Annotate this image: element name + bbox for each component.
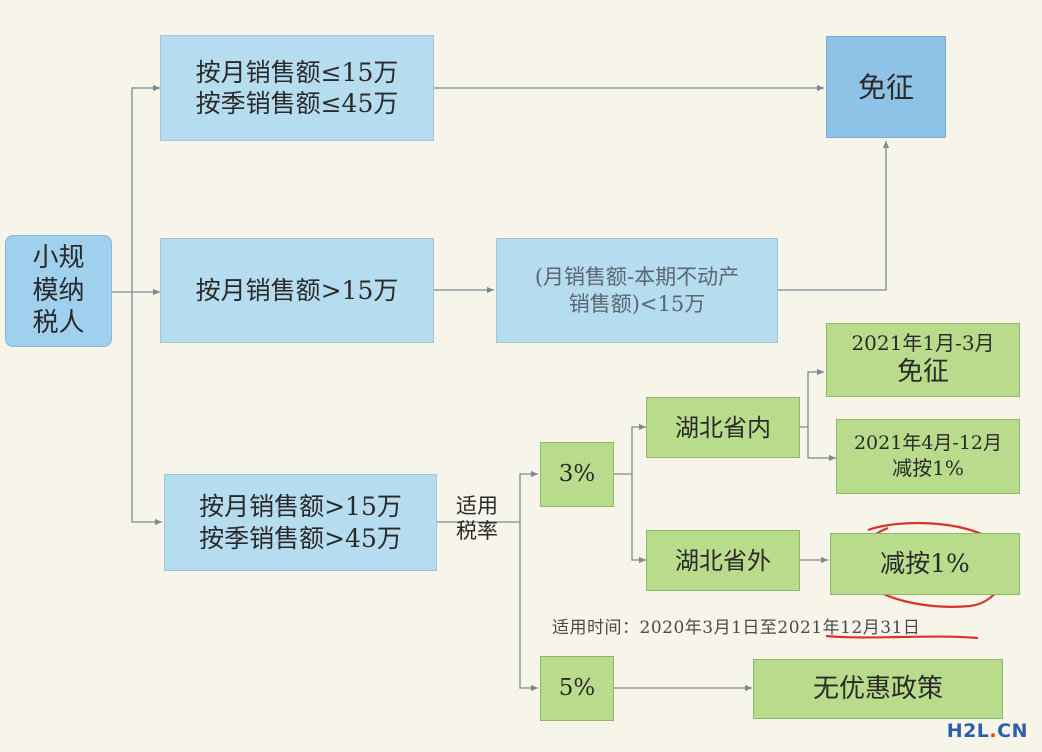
connector-root-trunk	[112, 84, 160, 293]
branch-high-sales: 按月销售额>15万 按季销售额>45万	[164, 474, 437, 571]
period-q1-node: 2021年1月-3月 免征	[826, 323, 1020, 397]
watermark-logo: H2L.CN	[947, 720, 1028, 742]
connector-high-rate5	[519, 522, 538, 692]
branch-mid-sales: 按月销售额>15万	[160, 238, 434, 343]
no-benefit-label: 无优惠政策	[812, 673, 943, 704]
branch-high-line-1: 按月销售额>15万	[199, 492, 402, 522]
branch-low-line-1: 按月销售额≤15万	[195, 57, 399, 87]
annotation-underline-date	[825, 634, 979, 640]
period-q2-line-1: 2021年4月-12月	[853, 432, 1003, 455]
rate-label: 适用 税率	[456, 494, 498, 544]
branch-low-sales: 按月销售额≤15万 按季销售额≤45万	[160, 35, 434, 141]
period-q2-line-2: 减按1%	[892, 455, 964, 480]
branch-high-line-2: 按季销售额>45万	[199, 523, 402, 553]
connector-high-rates	[437, 470, 538, 523]
watermark-dot: .	[989, 720, 998, 742]
condition-line-2: 销售额)<15万	[568, 291, 706, 316]
reduce-out-label: 减按1%	[880, 549, 970, 579]
connector-rate3-in	[614, 423, 646, 475]
root-line-3: 税人	[32, 308, 85, 339]
root-line-2: 模纳	[32, 275, 85, 306]
applicable-period-note: 适用时间：2020年3月1日至2021年12月31日	[552, 618, 921, 638]
root-node: 小规 模纳 税人	[5, 235, 112, 347]
branch-mid-label: 按月销售额>15万	[195, 275, 399, 305]
period-q1-line-1: 2021年1月-3月	[851, 331, 995, 356]
rate-3-label: 3%	[558, 461, 596, 488]
hubei-out-label: 湖北省外	[675, 546, 771, 575]
watermark-suffix: CN	[997, 720, 1028, 742]
reduce-out-node: 减按1%	[830, 533, 1020, 595]
condition-line-1: (月销售额-本期不动产	[534, 265, 740, 290]
rate-5-node: 5%	[540, 656, 614, 721]
exempt-top-label: 免征	[857, 70, 914, 104]
hubei-in-label: 湖北省内	[675, 413, 771, 442]
rate-label-line-1: 适用	[456, 494, 498, 518]
rate-label-line-2: 税率	[456, 519, 498, 544]
no-benefit-node: 无优惠政策	[753, 659, 1003, 719]
rate-3-node: 3%	[540, 442, 614, 507]
connector-root-high	[131, 292, 162, 526]
condition-mid-node: (月销售额-本期不动产 销售额)<15万	[496, 238, 778, 343]
connector-in-q2	[807, 427, 836, 462]
rate-5-label: 5%	[558, 675, 596, 702]
connector-in-periods	[800, 368, 824, 428]
exempt-top-node: 免征	[826, 36, 946, 138]
root-line-1: 小规	[32, 243, 85, 274]
connector-condition-exempt	[778, 141, 890, 291]
period-q1-line-2: 免征	[896, 357, 949, 388]
hubei-out-node: 湖北省外	[646, 530, 800, 591]
watermark-main: H2L	[946, 720, 990, 742]
period-q2-node: 2021年4月-12月 减按1%	[836, 419, 1020, 494]
connector-rate3-out	[631, 474, 646, 564]
hubei-in-node: 湖北省内	[646, 397, 800, 458]
branch-low-line-2: 按季销售额≤45万	[195, 89, 399, 118]
